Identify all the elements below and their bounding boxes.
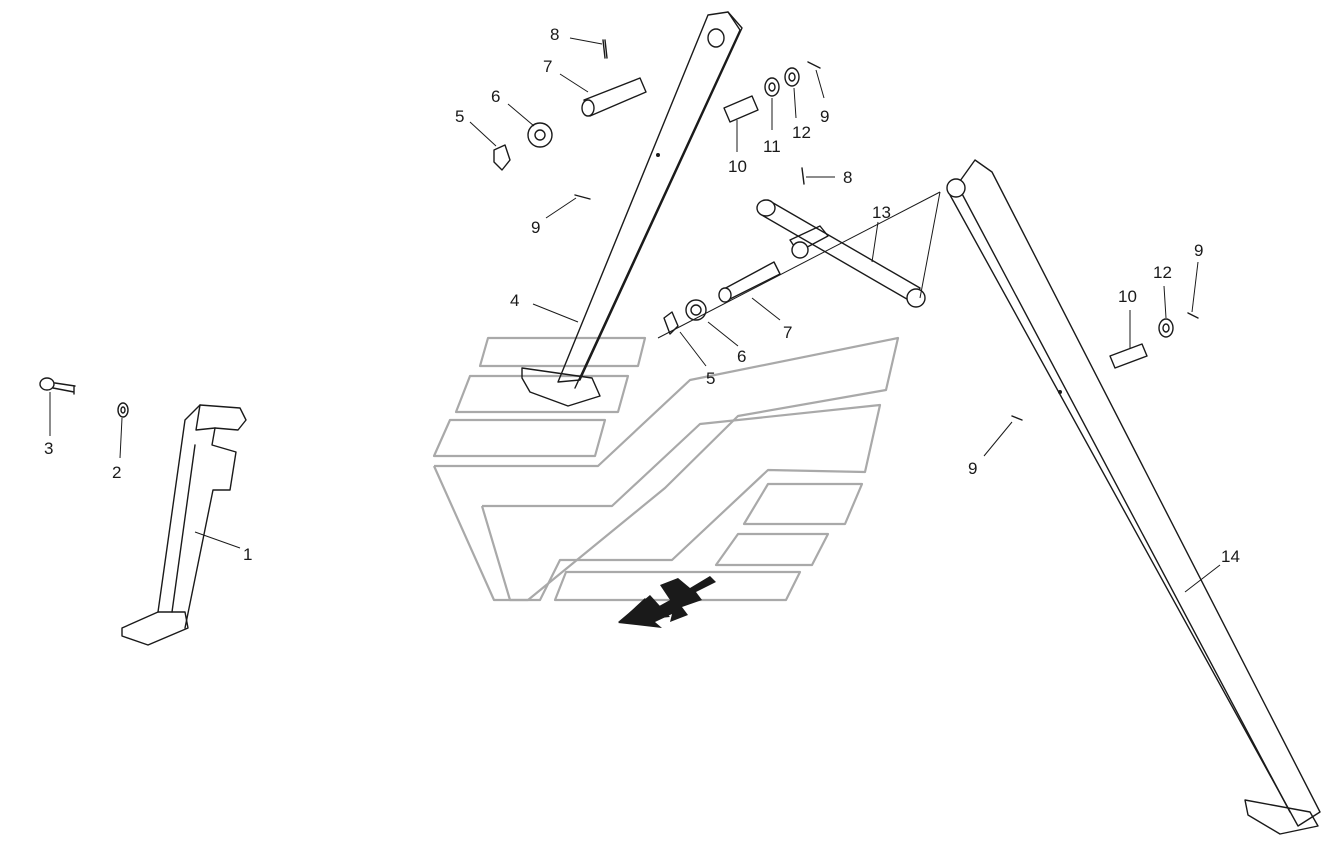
pin-part-7-lower xyxy=(718,261,781,303)
callout-labels: 1 2 3 4 5 6 7 8 9 10 11 12 9 10 8 13 7 6… xyxy=(44,25,1240,566)
callout-2: 2 xyxy=(112,463,121,482)
pin-part-10-upper xyxy=(723,95,759,123)
callout-12-right: 12 xyxy=(1153,263,1172,282)
callout-12-upper: 12 xyxy=(792,123,811,142)
direction-arrow xyxy=(618,576,716,628)
callout-5-lower: 5 xyxy=(706,369,715,388)
callout-1: 1 xyxy=(243,545,252,564)
callout-6-lower: 6 xyxy=(737,347,746,366)
washer-part-6-lower xyxy=(685,299,707,321)
front-leg-part-4 xyxy=(521,11,743,407)
callout-9-lower: 9 xyxy=(968,459,977,478)
callout-10-upper: 10 xyxy=(728,157,747,176)
split-pin-part-9-right xyxy=(1187,312,1199,319)
callout-7-lower: 7 xyxy=(783,323,792,342)
callout-14: 14 xyxy=(1221,547,1240,566)
split-pin-part-8-upper xyxy=(602,39,608,59)
eye-bolt-part-3 xyxy=(39,377,76,395)
washer-part-12-upper xyxy=(784,67,800,87)
clip-part-5-lower xyxy=(663,311,679,335)
callout-9-right: 9 xyxy=(1194,241,1203,260)
callout-11: 11 xyxy=(763,137,781,156)
washer-part-6-upper xyxy=(527,122,553,148)
callout-9-left: 9 xyxy=(531,218,540,237)
leader-lines xyxy=(49,37,1221,593)
rear-leg-part-14 xyxy=(946,159,1321,835)
callout-5-upper: 5 xyxy=(455,107,464,126)
washer-part-2 xyxy=(117,402,129,418)
clip-part-5-upper xyxy=(493,144,511,171)
callout-10-right: 10 xyxy=(1118,287,1137,306)
callout-6-upper: 6 xyxy=(491,87,500,106)
split-pin-part-9-lower xyxy=(1011,415,1023,421)
pin-part-10-right xyxy=(1109,343,1148,369)
split-pin-part-9-upper xyxy=(807,61,821,69)
split-pin-part-8-center xyxy=(801,167,805,185)
callout-13: 13 xyxy=(872,203,891,222)
callout-9-upper: 9 xyxy=(820,107,829,126)
callout-4: 4 xyxy=(510,291,519,310)
callout-8-center: 8 xyxy=(843,168,852,187)
washer-part-11 xyxy=(764,77,780,97)
vehicle-body-outline xyxy=(432,336,900,602)
washer-part-12-right xyxy=(1158,318,1174,338)
split-pin-part-9-left xyxy=(574,194,591,200)
assembly-guide-lines xyxy=(657,191,941,339)
cross-link-part-13 xyxy=(756,199,926,308)
side-stand-part-1 xyxy=(121,404,247,646)
callout-8-upper: 8 xyxy=(550,25,559,44)
callout-3: 3 xyxy=(44,439,53,458)
callout-7-upper: 7 xyxy=(543,57,552,76)
pin-part-7-upper xyxy=(581,77,647,117)
